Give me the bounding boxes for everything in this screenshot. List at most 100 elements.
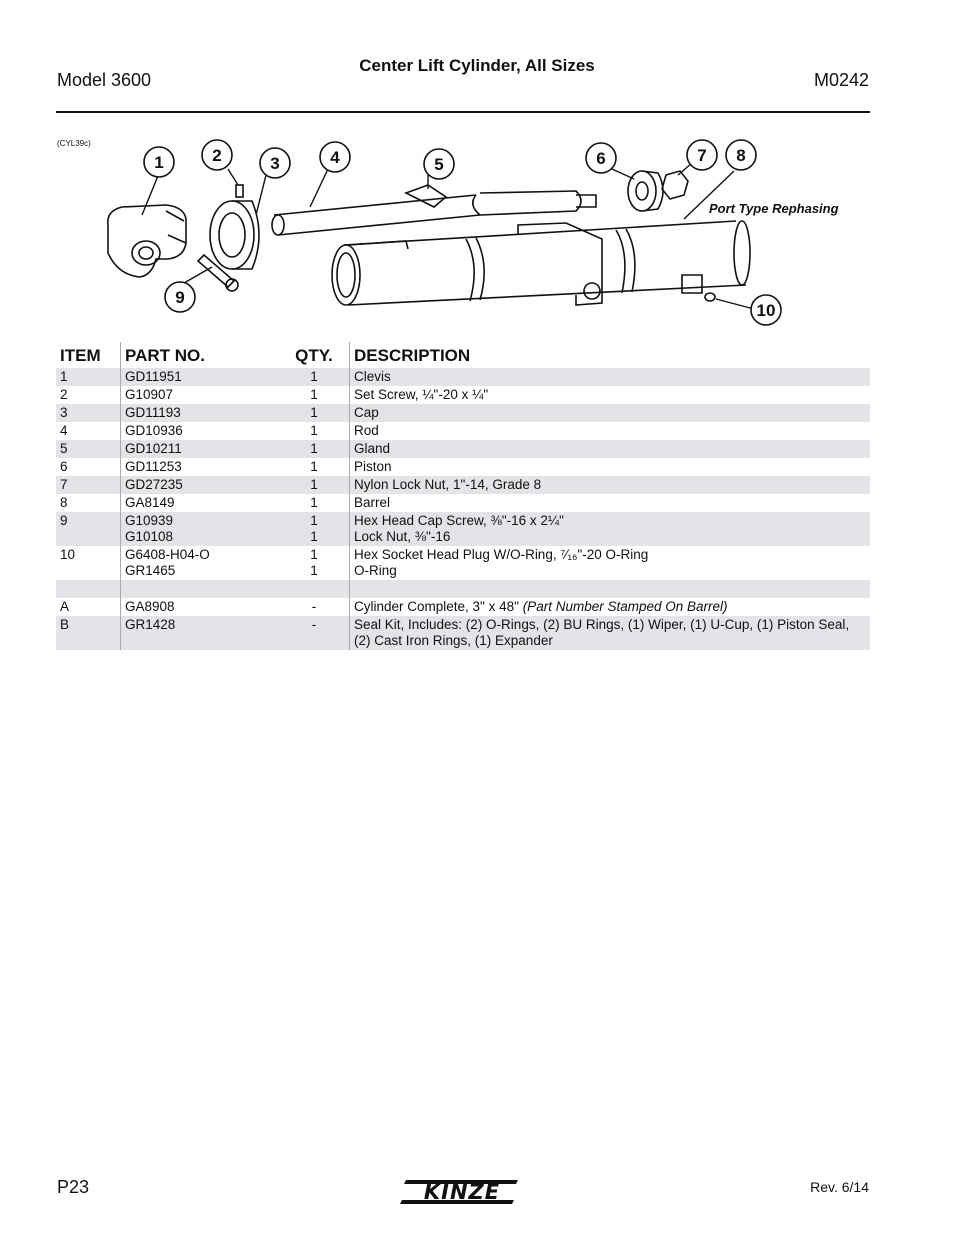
- part-no-line: GR1465: [125, 563, 176, 578]
- table-header-row: ITEM PART NO. QTY. DESCRIPTION: [56, 342, 870, 368]
- description-cell: Hex Head Cap Screw, ⅜"-16 x 2¼" Lock Nut…: [349, 512, 870, 546]
- revision-label: Rev. 6/14: [810, 1179, 869, 1195]
- page-title: Center Lift Cylinder, All Sizes: [359, 56, 595, 75]
- table-row: 7 GD27235 1 Nylon Lock Nut, 1"-14, Grade…: [56, 476, 870, 494]
- callout-10: 10: [750, 294, 782, 326]
- description-cell: Rod: [349, 422, 870, 440]
- description-line: Hex Head Cap Screw, ⅜"-16 x 2¼": [354, 513, 564, 528]
- part-no-cell: GD11951: [120, 368, 279, 386]
- header-part-no: PART NO.: [120, 342, 279, 368]
- table-row: 4 GD10936 1 Rod: [56, 422, 870, 440]
- description-text: Cylinder Complete, 3" x 48": [354, 599, 519, 614]
- callout-9: 9: [164, 281, 196, 313]
- qty-cell: 1 1: [279, 512, 350, 546]
- part-no-cell: GD11253: [120, 458, 279, 476]
- port-type-label: Port Type Rephasing: [709, 201, 839, 216]
- callout-2: 2: [201, 139, 233, 171]
- qty-line: 1: [310, 547, 318, 562]
- part-no-cell: G10939 G10108: [120, 512, 279, 546]
- qty-cell: 1: [279, 404, 350, 422]
- document-number: M0242: [813, 70, 869, 90]
- item-cell: 5: [56, 440, 121, 458]
- part-no-cell: GD10936: [120, 422, 279, 440]
- qty-cell: 1: [279, 368, 350, 386]
- plug-part: [704, 292, 716, 302]
- svg-text:4: 4: [330, 148, 340, 167]
- description-cell: Piston: [349, 458, 870, 476]
- table-row-spacer: [56, 580, 870, 598]
- item-cell: B: [56, 616, 121, 650]
- clevis-part: [106, 204, 187, 278]
- part-no-cell: GA8149: [120, 494, 279, 512]
- description-line: Seal Kit, Includes: (2) O-Rings, (2) BU …: [354, 617, 850, 632]
- rod-part: [271, 190, 597, 236]
- qty-line: 1: [310, 563, 318, 578]
- qty-line: 1: [310, 529, 318, 544]
- description-cell: Clevis: [349, 368, 870, 386]
- qty-cell: 1: [310, 423, 318, 438]
- part-no-cell: GD11193: [120, 404, 279, 422]
- description-cell: Cap: [349, 404, 870, 422]
- table-row: 3 GD11193 1 Cap: [56, 404, 870, 422]
- part-no-cell: G6408-H04-O GR1465: [120, 546, 279, 580]
- svg-text:2: 2: [212, 146, 221, 165]
- item-cell: 7: [56, 476, 121, 494]
- qty-cell: 1: [310, 459, 318, 474]
- logo-text: KINZE: [424, 1180, 500, 1204]
- item-cell: 8: [60, 495, 68, 510]
- callout-5: 5: [423, 148, 455, 180]
- callout-6: 6: [585, 142, 617, 174]
- parts-table: ITEM PART NO. QTY. DESCRIPTION 1 GD11951…: [56, 342, 870, 650]
- spacer-cell: [279, 580, 350, 598]
- description-note: (Part Number Stamped On Barrel): [522, 599, 728, 614]
- part-no-cell: GD10211: [120, 440, 279, 458]
- model-label: Model 3600: [57, 70, 152, 90]
- logo-stripes: [400, 1180, 518, 1204]
- description-cell: Nylon Lock Nut, 1"-14, Grade 8: [349, 476, 870, 494]
- table-row: 8 GA8149 1 Barrel: [56, 494, 870, 512]
- description-line: O-Ring: [354, 563, 397, 578]
- svg-text:10: 10: [757, 301, 776, 320]
- table-row: 2 G10907 1 Set Screw, ¼"-20 x ¼": [56, 386, 870, 404]
- callout-3: 3: [259, 147, 291, 179]
- svg-text:5: 5: [434, 155, 443, 174]
- qty-cell: 1: [310, 495, 318, 510]
- part-no-cell: G10907: [120, 386, 279, 404]
- table-row: 9 G10939 G10108 1 1 Hex Head Cap Screw, …: [56, 512, 870, 546]
- item-cell: 3: [56, 404, 121, 422]
- header-rule: [56, 111, 870, 113]
- svg-text:1: 1: [154, 153, 163, 172]
- item-cell: 4: [60, 423, 68, 438]
- exploded-cylinder-diagram: 1 2 3 4 5 6 7 8 9 10: [106, 139, 782, 326]
- description-cell: Gland: [349, 440, 870, 458]
- hex-cap-screw-part: [196, 253, 239, 292]
- cap-part: [209, 200, 260, 270]
- part-no-cell: GA8908: [120, 598, 279, 616]
- kinze-logo: KINZE: [400, 1180, 518, 1204]
- part-no-line: G10939: [125, 513, 174, 528]
- description-cell: Hex Socket Head Plug W/O-Ring, ⁷⁄₁₆"-20 …: [349, 546, 870, 580]
- table-row: 5 GD10211 1 Gland: [56, 440, 870, 458]
- item-cell: 1: [56, 368, 121, 386]
- item-cell: 10: [60, 547, 76, 562]
- gland-part: [403, 184, 448, 208]
- callout-7: 7: [686, 139, 718, 171]
- part-no-line: G10108: [125, 529, 174, 544]
- svg-text:7: 7: [697, 146, 706, 165]
- callout-8: 8: [725, 139, 757, 171]
- page-number: P23: [57, 1177, 90, 1197]
- callout-4: 4: [319, 141, 351, 173]
- table-row: 6 GD11253 1 Piston: [56, 458, 870, 476]
- header-item: ITEM: [60, 346, 101, 365]
- callout-1: 1: [143, 146, 175, 178]
- table-row: A GA8908 - Cylinder Complete, 3" x 48" (…: [56, 598, 870, 616]
- part-no-cell: GD27235: [120, 476, 279, 494]
- svg-text:6: 6: [596, 149, 605, 168]
- nylon-lock-nut-part: [661, 170, 689, 200]
- header-description: DESCRIPTION: [349, 342, 870, 368]
- svg-text:9: 9: [175, 288, 184, 307]
- table-row: 1 GD11951 1 Clevis: [56, 368, 870, 386]
- description-cell: Cylinder Complete, 3" x 48" (Part Number…: [349, 598, 870, 616]
- item-cell: 9: [56, 512, 121, 546]
- svg-text:3: 3: [270, 154, 279, 173]
